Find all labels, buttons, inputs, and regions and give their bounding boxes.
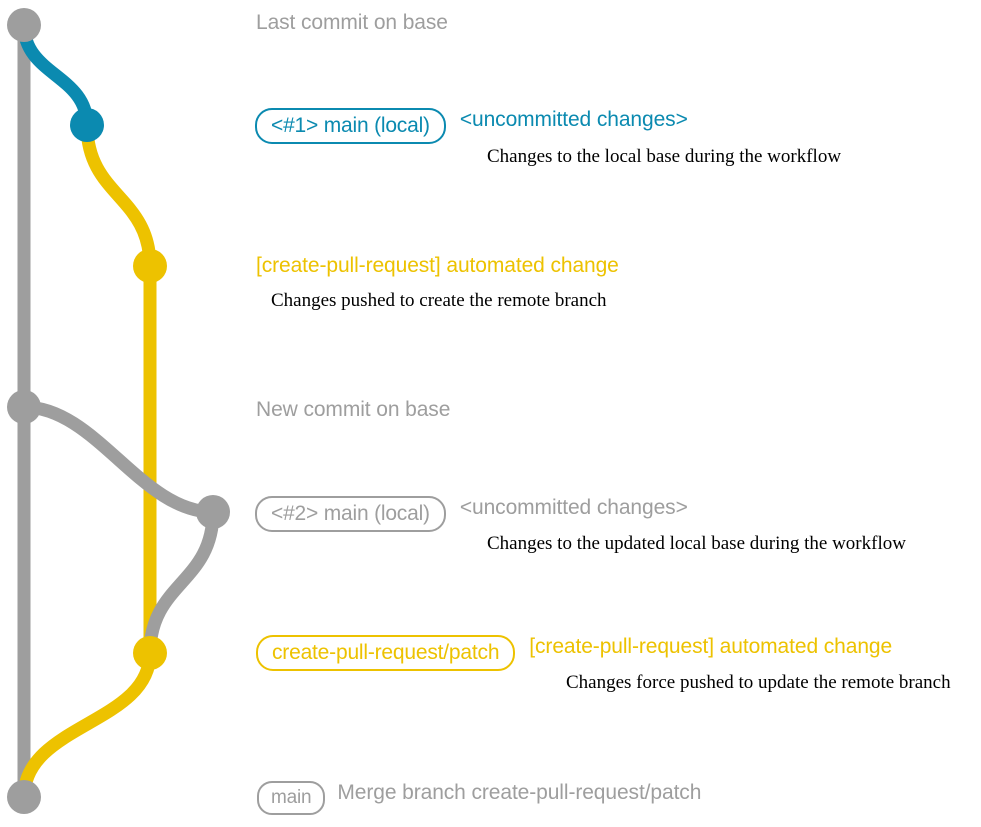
branch-badge-create-pull-request-patch[interactable]: create-pull-request/patch — [256, 635, 516, 671]
local-change-node — [70, 108, 104, 142]
local-main-1-commit-message: <uncommitted changes> — [459, 108, 688, 131]
base-head-node — [7, 8, 41, 42]
row-local-main-1: <#1> main (local) <uncommitted changes> — [255, 108, 688, 144]
merge-commit-line: main Merge branch create-pull-request/pa… — [257, 781, 701, 815]
remote-force-node — [133, 636, 167, 670]
local-main-2-description: Changes to the updated local base during… — [487, 533, 906, 554]
branch-badge-main[interactable]: main — [257, 781, 326, 815]
local-branch-line — [17, 18, 94, 132]
new-commit-on-base-label: New commit on base — [256, 398, 451, 421]
branch-badge-local-main-1[interactable]: <#1> main (local) — [255, 108, 446, 144]
automated-change-2-line: create-pull-request/patch [create-pull-r… — [256, 635, 892, 671]
rebase-node — [196, 495, 230, 529]
row-automated-change-2: create-pull-request/patch [create-pull-r… — [256, 635, 892, 671]
remote-branch-line-1 — [80, 118, 157, 273]
local-main-2-commit-message: <uncommitted changes> — [459, 496, 688, 519]
remote-patch-node — [133, 249, 167, 283]
local-main-2-line: <#2> main (local) <uncommitted changes> — [255, 496, 688, 532]
branch-badge-local-main-2[interactable]: <#2> main (local) — [255, 496, 446, 532]
merge-commit-message: Merge branch create-pull-request/patch — [337, 781, 702, 804]
rebase-branch-line-1 — [17, 400, 220, 519]
rebase-branch-line-2 — [143, 505, 220, 660]
automated-change-1-description: Changes pushed to create the remote bran… — [271, 290, 607, 311]
local-main-1-line: <#1> main (local) <uncommitted changes> — [255, 108, 688, 144]
merge-branch-line — [17, 646, 157, 804]
automated-change-1-commit-message: [create-pull-request] automated change — [256, 254, 619, 277]
automated-change-2-description: Changes force pushed to update the remot… — [566, 672, 951, 693]
last-commit-on-base-label: Last commit on base — [256, 11, 448, 34]
merge-node — [7, 780, 41, 814]
automated-change-2-commit-message: [create-pull-request] automated change — [529, 635, 893, 658]
row-merge-commit: main Merge branch create-pull-request/pa… — [257, 781, 701, 815]
row-last-commit-on-base: Last commit on base — [256, 11, 448, 35]
base-new-node — [7, 390, 41, 424]
row-local-main-2: <#2> main (local) <uncommitted changes> — [255, 496, 688, 532]
local-main-1-description: Changes to the local base during the wor… — [487, 146, 842, 167]
